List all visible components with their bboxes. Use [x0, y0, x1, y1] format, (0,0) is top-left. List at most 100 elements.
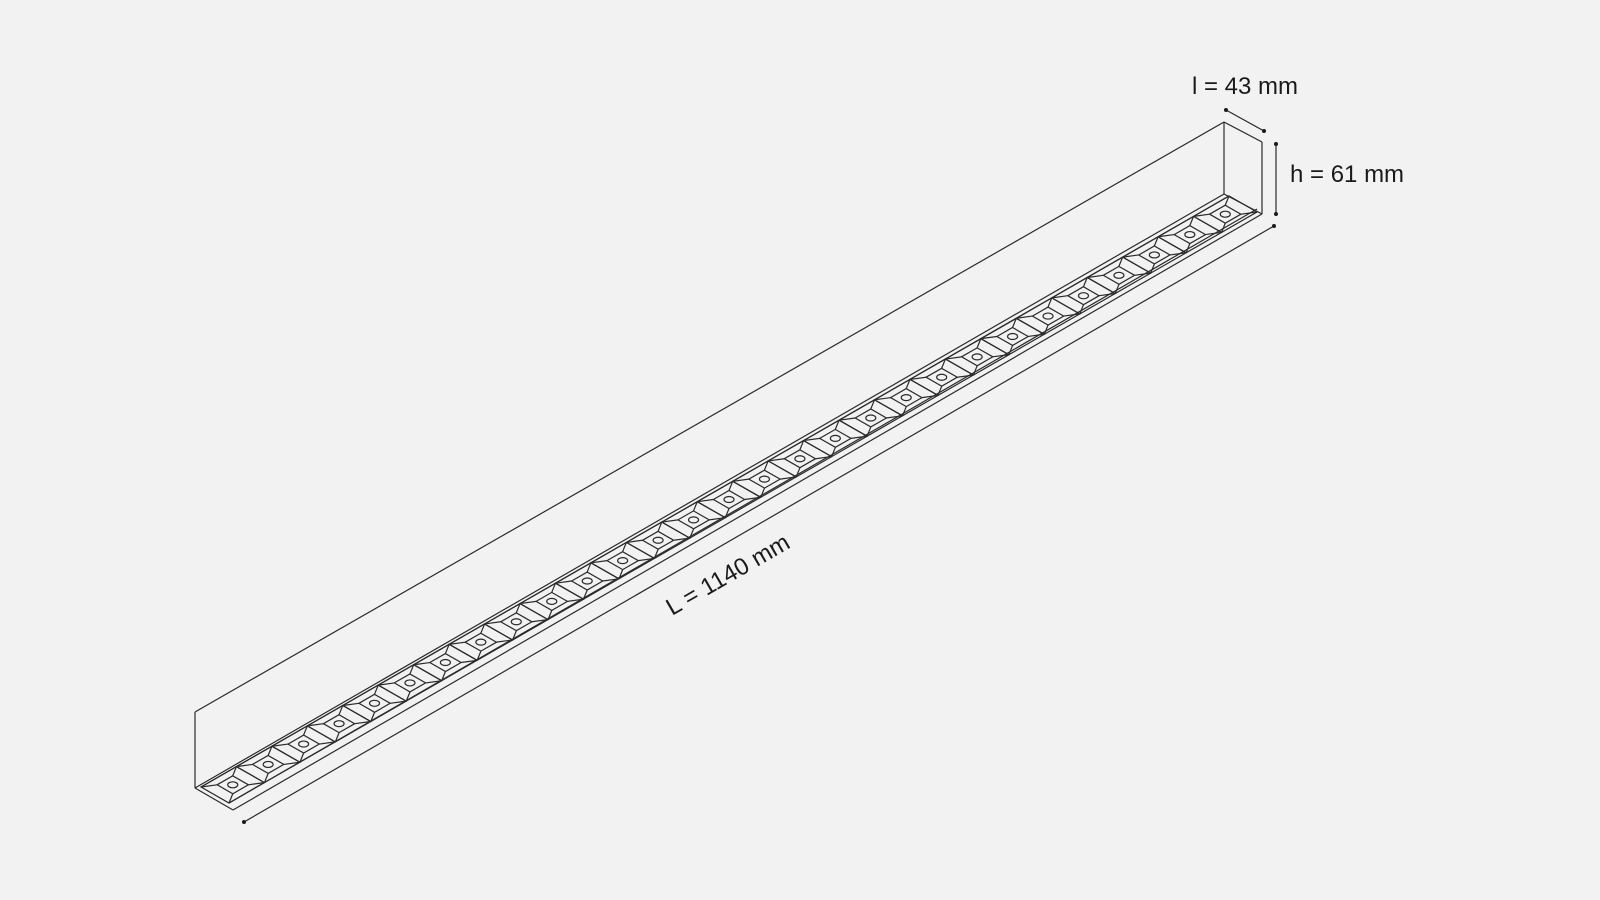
- louver-cell-reflector: [499, 612, 534, 632]
- louver-cell-bevel: [555, 580, 572, 584]
- louver-cell-bevel: [1122, 254, 1139, 258]
- louver-cell-bevel: [271, 743, 289, 747]
- led-lens-icon: [1042, 312, 1054, 320]
- height-dimension-bottom-dot: [1274, 212, 1278, 216]
- louver-cell-bevel: [354, 720, 371, 725]
- louver-cell: [518, 582, 585, 621]
- louver-cell: [766, 439, 833, 478]
- louver-cell-bevel: [338, 705, 344, 715]
- louver-cell-bevel: [972, 365, 978, 376]
- louver-cell-bevel: [626, 539, 643, 544]
- louver-cell-bevel: [228, 793, 234, 804]
- louver-cell-bevel: [1079, 304, 1085, 315]
- louver-cell-bevel: [1150, 263, 1155, 274]
- led-lens-icon: [1077, 292, 1090, 300]
- louver-cell-bevel: [653, 548, 659, 559]
- louver-cell-bevel: [1158, 233, 1175, 238]
- louver-cell: [412, 643, 479, 682]
- led-lens-icon: [1184, 230, 1196, 239]
- louver-cell-bevel: [1220, 222, 1226, 233]
- louver-cell-reflector: [570, 571, 605, 591]
- louver-cell-bevel: [1118, 256, 1124, 267]
- louver-cell-bevel: [551, 582, 557, 593]
- louver-cell-reflector: [641, 530, 675, 550]
- louver-cell-bevel: [1114, 284, 1120, 294]
- louver-cell-bevel: [834, 419, 840, 430]
- louver-cell: [1015, 297, 1082, 335]
- louver-cell-bevel: [586, 562, 592, 573]
- louver-cell-bevel: [496, 639, 513, 643]
- louver-cell-bevel: [519, 600, 537, 605]
- louver-cell-bevel: [709, 517, 726, 521]
- louver-cell-bevel: [618, 569, 624, 580]
- louver-cell-bevel: [760, 487, 766, 498]
- louver-cell-bevel: [838, 417, 856, 421]
- louver-cell-bevel: [724, 508, 730, 518]
- louver-cell-bevel: [303, 725, 308, 736]
- louver-cell-bevel: [1205, 231, 1222, 236]
- led-lens-icon: [971, 353, 983, 361]
- louver-cell-bevel: [957, 374, 974, 378]
- led-lens-icon: [1006, 332, 1019, 341]
- louver-cell: [696, 480, 762, 519]
- louver-cell-bevel: [307, 723, 324, 727]
- louver-cell-bevel: [484, 621, 501, 625]
- louver-cell-bevel: [267, 746, 273, 756]
- louver-cell-bevel: [370, 712, 376, 722]
- louver-cell-bevel: [1087, 274, 1104, 279]
- louver-cell-bevel: [342, 702, 359, 707]
- led-lens-icon: [404, 679, 416, 687]
- led-lens-icon: [475, 638, 487, 646]
- louver-cell: [660, 501, 727, 539]
- louver-cell-bevel: [866, 426, 872, 437]
- louver-cell-bevel: [697, 498, 714, 503]
- louver-cell: [979, 317, 1046, 356]
- louver-cell-bevel: [1099, 292, 1116, 297]
- height-dimension-top-dot: [1274, 142, 1278, 146]
- louver-cell-bevel: [283, 761, 300, 766]
- louver-cell-bevel: [476, 650, 482, 661]
- led-lens-icon: [298, 740, 310, 748]
- louver-cell: [625, 521, 692, 560]
- louver-cell-reflector: [463, 632, 498, 652]
- louver-cell-bevel: [815, 455, 832, 460]
- led-lens-icon: [794, 455, 806, 463]
- led-lens-icon: [652, 536, 664, 544]
- louver-cell: [554, 562, 621, 600]
- louver-cell-bevel: [992, 354, 1009, 358]
- louver-cell-bevel: [1063, 313, 1080, 317]
- louver-cell-bevel: [945, 356, 962, 360]
- louver-cell-bevel: [937, 385, 943, 396]
- louver-cell: [873, 378, 940, 417]
- housing-bottom-front-edge: [232, 213, 1263, 811]
- led-lens-icon: [1113, 271, 1125, 279]
- louver-cell: [376, 664, 443, 702]
- housing-right-top-depth: [1223, 121, 1263, 143]
- louver-cell-bevel: [661, 519, 678, 523]
- louver-cell-bevel: [799, 440, 805, 451]
- louver-cell-bevel: [941, 358, 946, 369]
- louver-cell-reflector: [924, 367, 959, 387]
- louver-cell-bevel: [1240, 211, 1258, 215]
- louver-cell-bevel: [768, 458, 785, 462]
- louver-cell-bevel: [413, 661, 430, 666]
- louver-cell: [589, 541, 656, 580]
- louver-cell-bevel: [1134, 272, 1151, 276]
- luminaire-housing: [194, 121, 1263, 811]
- louver-cell-bevel: [1193, 213, 1210, 217]
- louver-cell-reflector: [995, 326, 1030, 347]
- louver-cell-bevel: [870, 399, 876, 410]
- louver-cell-bevel: [886, 415, 903, 419]
- louver-cell-bevel: [692, 501, 698, 512]
- louver-cell-bevel: [409, 664, 415, 675]
- led-lens-icon: [333, 720, 345, 728]
- louver-cell: [1192, 195, 1259, 234]
- length-dimension: L = 1140 mm: [242, 224, 1276, 824]
- led-lens-icon: [900, 394, 912, 402]
- louver-cell-bevel: [547, 610, 553, 620]
- louver-cell-reflector: [322, 714, 356, 734]
- louver-cell-bevel: [1185, 243, 1191, 253]
- height-dimension: h = 61 mm: [1274, 142, 1404, 216]
- louver-cell-bevel: [373, 684, 379, 695]
